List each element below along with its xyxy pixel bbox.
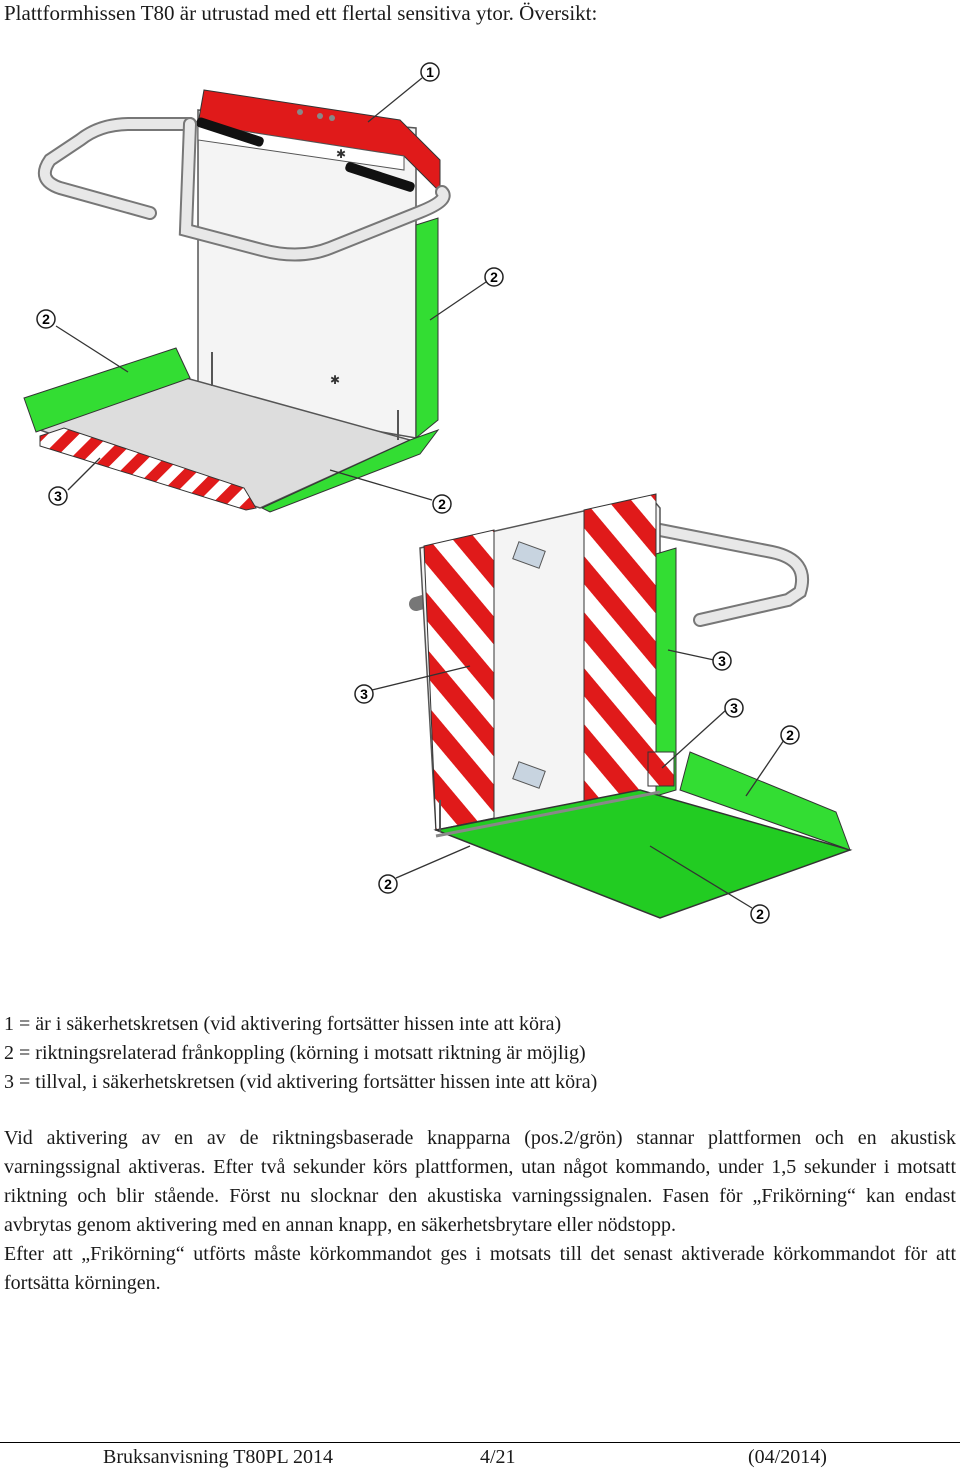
footer-doc-title: Bruksanvisning T80PL 2014 <box>103 1446 334 1468</box>
footer-page-number: 4/21 <box>480 1446 516 1468</box>
rear-panel-stripe-right <box>583 493 657 809</box>
svg-text:3: 3 <box>54 488 62 504</box>
callout-2: 2 <box>36 309 56 329</box>
svg-text:2: 2 <box>42 311 50 327</box>
callout-2: 2 <box>750 904 770 924</box>
legend: 1 = är i säkerhetskretsen (vid aktiverin… <box>4 1010 956 1097</box>
svg-text:2: 2 <box>786 727 794 743</box>
page-footer: Bruksanvisning T80PL 2014 4/21 (04/2014) <box>0 1442 960 1470</box>
paragraph: Vid aktivering av en av de riktningsbase… <box>4 1127 956 1236</box>
svg-text:1: 1 <box>426 64 434 80</box>
intro-text: Plattformhissen T80 är utrustad med ett … <box>4 1 598 25</box>
svg-text:2: 2 <box>490 269 498 285</box>
rear-panel-stripe-left <box>423 529 495 831</box>
small-striped-block <box>647 751 675 787</box>
callout-2: 2 <box>378 874 398 894</box>
right-ramp-green <box>260 428 440 513</box>
lift-bottom-view <box>409 493 853 919</box>
callout-2: 2 <box>780 725 800 745</box>
paragraph: Efter att „Frikörning“ utförts måste kör… <box>4 1243 956 1294</box>
callout-3: 3 <box>48 486 68 506</box>
svg-text:2: 2 <box>756 906 764 922</box>
footer-date: (04/2014) <box>748 1446 827 1468</box>
svg-text:2: 2 <box>384 876 392 892</box>
rear-side-edge-green <box>655 547 677 797</box>
svg-text:✱: ✱ <box>336 147 346 161</box>
legend-item: 2 = riktningsrelaterad frånkoppling (kör… <box>4 1042 586 1064</box>
svg-text:2: 2 <box>438 496 446 512</box>
lift-top-view: ✱ ✱ <box>23 89 451 513</box>
legend-item: 3 = tillval, i säkerhetskretsen (vid akt… <box>4 1071 598 1093</box>
legend-item: 1 = är i säkerhetskretsen (vid aktiverin… <box>4 1013 562 1035</box>
platform-lift-figure: ✱ ✱ <box>23 62 853 924</box>
svg-text:3: 3 <box>360 686 368 702</box>
rear-right-flap-green <box>679 751 851 851</box>
callout-3: 3 <box>354 684 374 704</box>
callout-3: 3 <box>712 651 732 671</box>
left-ramp-green <box>23 347 191 433</box>
callout-2: 2 <box>484 267 504 287</box>
side-edge-green <box>415 217 439 440</box>
svg-text:3: 3 <box>730 700 738 716</box>
callout-3: 3 <box>724 698 744 718</box>
front-edge-striped <box>39 427 257 511</box>
callout-1: 1 <box>420 62 440 82</box>
callout-2: 2 <box>432 494 452 514</box>
svg-text:3: 3 <box>718 653 726 669</box>
svg-text:✱: ✱ <box>330 373 340 387</box>
body-text: Vid aktivering av en av de riktningsbase… <box>4 1124 956 1298</box>
callout-leaders <box>55 77 785 909</box>
